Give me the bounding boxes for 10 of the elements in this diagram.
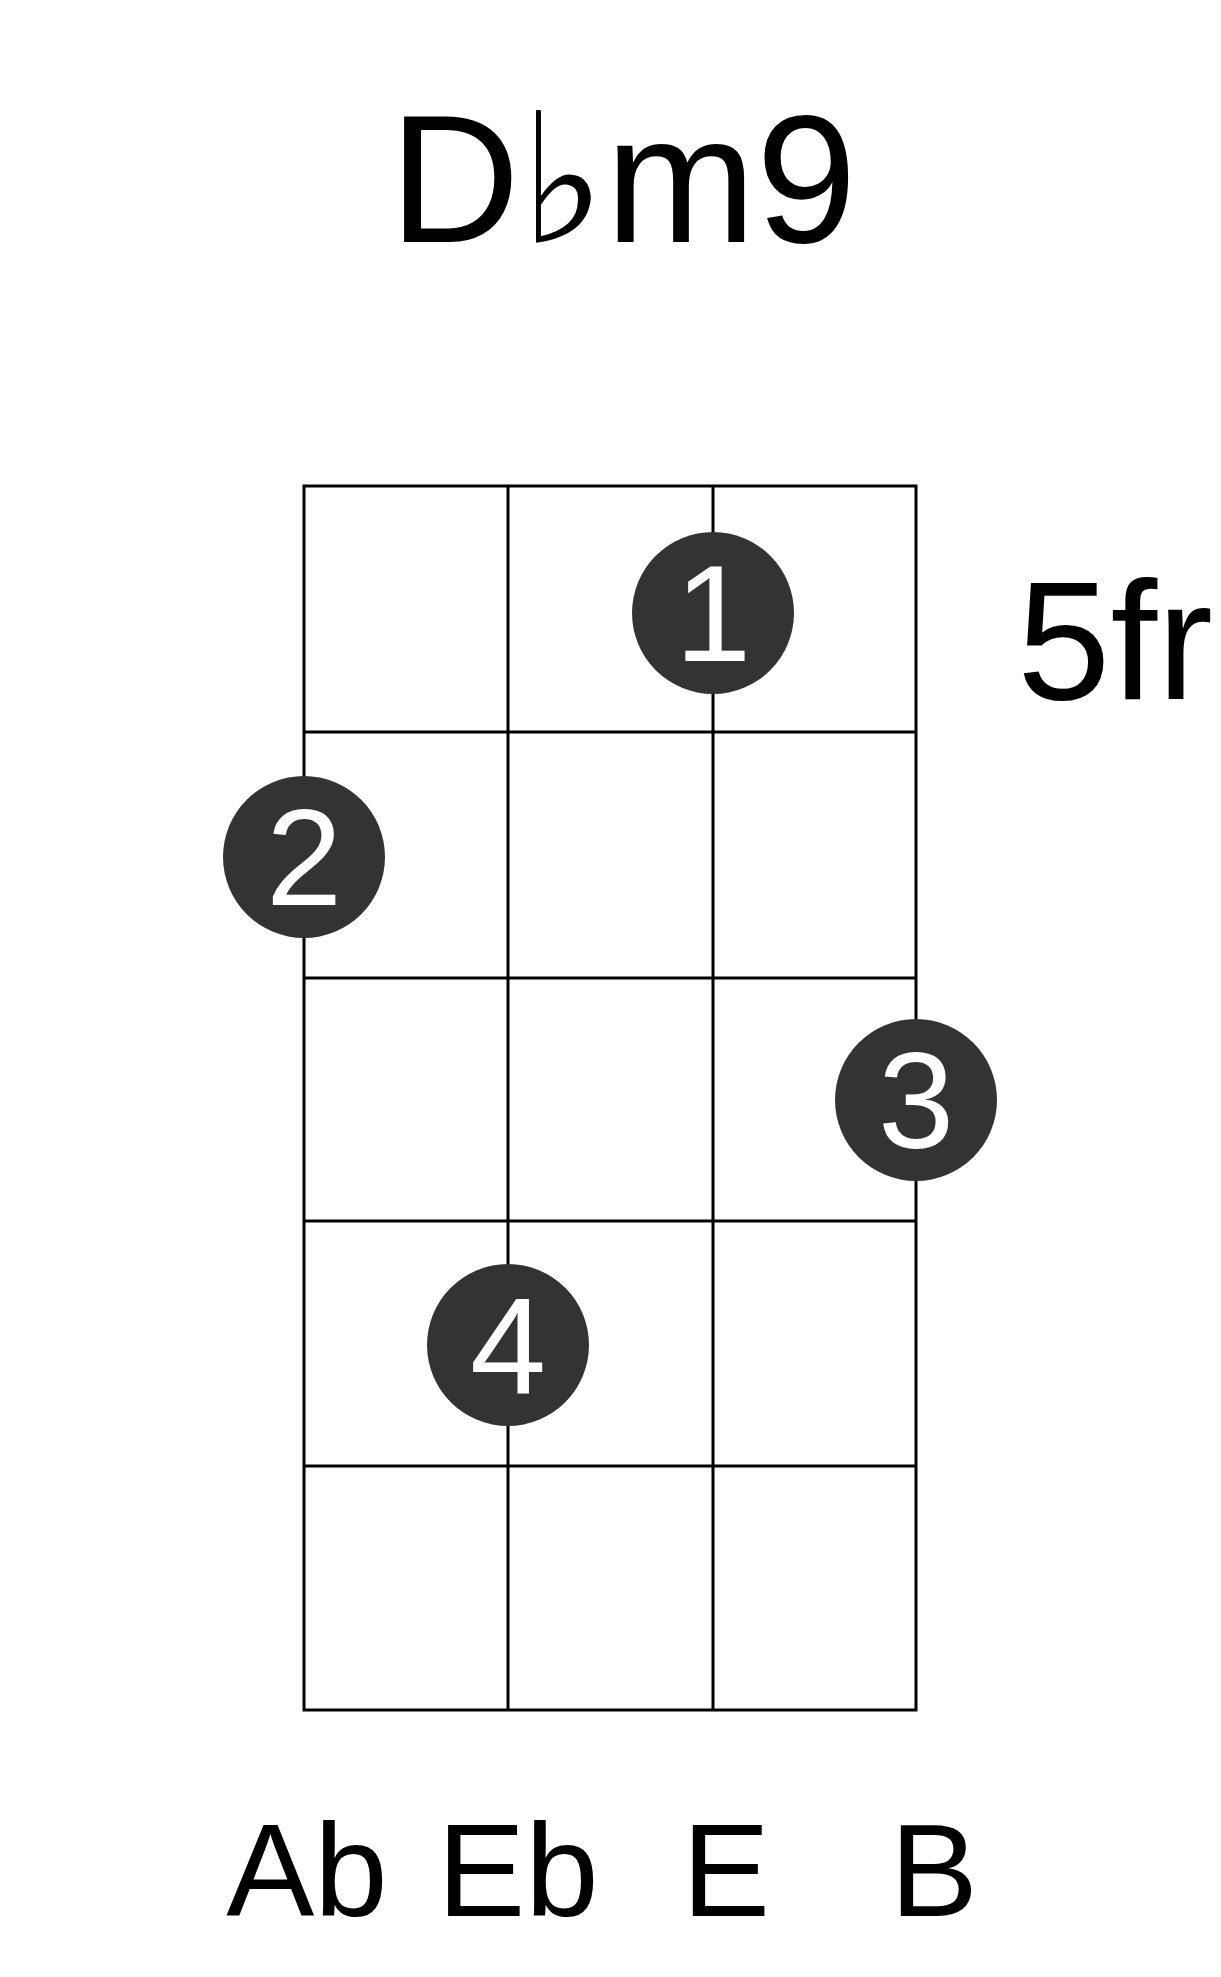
finger-dot: 1	[632, 532, 794, 694]
chord-title: D♭m9	[389, 77, 857, 282]
finger-dot: 2	[223, 776, 385, 938]
string-name-label: Ab	[226, 1796, 388, 1946]
string-name-label: B	[890, 1796, 978, 1946]
string-name-label: Eb	[437, 1796, 599, 1946]
string-name-label: E	[682, 1796, 770, 1946]
fret-position-label: 5fr	[1016, 546, 1214, 737]
finger-dot: 4	[427, 1264, 589, 1426]
finger-dot: 3	[835, 1019, 997, 1181]
